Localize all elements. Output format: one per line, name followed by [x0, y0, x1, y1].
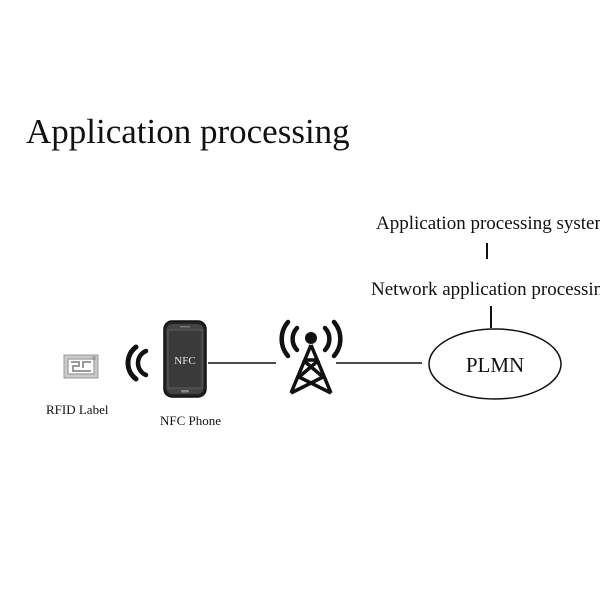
network-application-processing-label: Network application processing — [371, 279, 600, 300]
phone-screen-label: NFC — [174, 355, 195, 367]
application-processing-system-label: Application processing system — [376, 213, 600, 234]
plmn-label: PLMN — [466, 353, 524, 377]
diagram-title: Application processing — [26, 112, 350, 151]
connector-network-to-plmn — [490, 306, 492, 328]
nfc-wave-icon — [125, 344, 149, 382]
cell-tower-icon — [279, 319, 343, 395]
plmn-network-node: PLMN — [428, 328, 562, 400]
connector-system-to-network — [486, 243, 488, 259]
nfc-phone-caption: NFC Phone — [160, 413, 222, 428]
rfid-label-caption: RFID Label — [46, 402, 109, 417]
smartphone-icon: NFC — [163, 320, 207, 398]
rfid-tag-icon — [63, 354, 99, 379]
